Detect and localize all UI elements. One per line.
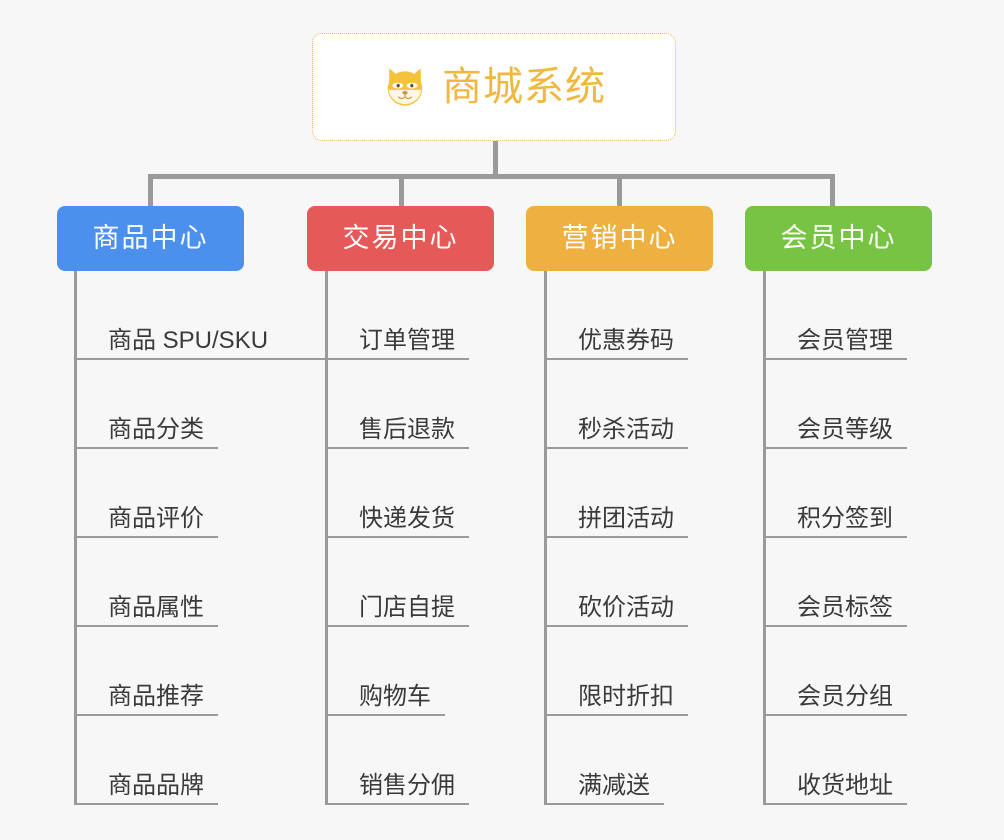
leaf-item-label: 售后退款 — [359, 416, 455, 443]
leaf-underline — [763, 714, 907, 716]
leaf-item-label: 会员分组 — [797, 683, 893, 710]
leaf-underline — [74, 803, 218, 805]
category-box-2[interactable]: 交易中心 — [307, 206, 494, 271]
leaf-trunk-1 — [74, 271, 77, 805]
leaf-item[interactable]: 收货地址 — [763, 716, 907, 805]
leaf-underline — [325, 803, 469, 805]
leaf-underline — [74, 447, 218, 449]
leaf-item[interactable]: 售后退款 — [325, 360, 469, 449]
leaf-item-label: 会员标签 — [797, 594, 893, 621]
leaf-item-label: 商品推荐 — [108, 683, 204, 710]
leaf-item-label: 秒杀活动 — [578, 416, 674, 443]
connector-root-stem — [493, 141, 498, 176]
leaf-item[interactable]: 商品推荐 — [74, 627, 218, 716]
leaf-underline — [325, 625, 469, 627]
leaf-underline — [544, 803, 664, 805]
root-node-label: 商城系统 — [442, 65, 606, 109]
leaf-underline — [544, 358, 688, 360]
leaf-item-label: 优惠券码 — [578, 327, 674, 354]
leaf-underline — [325, 447, 469, 449]
leaf-item[interactable]: 会员等级 — [763, 360, 907, 449]
connector-horizontal-bus — [148, 174, 834, 179]
leaf-underline — [325, 714, 445, 716]
leaf-item[interactable]: 商品品牌 — [74, 716, 218, 805]
category-label-2: 交易中心 — [342, 223, 459, 253]
leaf-item-label: 限时折扣 — [578, 683, 674, 710]
leaf-item[interactable]: 商品 SPU/SKU — [74, 271, 362, 360]
leaf-trunk-3 — [544, 271, 547, 805]
leaf-trunk-4 — [763, 271, 766, 805]
leaf-item-label: 商品评价 — [108, 505, 204, 532]
leaf-item-label: 拼团活动 — [578, 505, 674, 532]
leaf-item[interactable]: 商品属性 — [74, 538, 218, 627]
leaf-item[interactable]: 销售分佣 — [325, 716, 469, 805]
leaf-item-label: 积分签到 — [797, 505, 893, 532]
leaf-underline — [544, 714, 688, 716]
leaf-item-label: 商品 SPU/SKU — [108, 327, 269, 354]
leaf-underline — [763, 447, 907, 449]
leaf-item-label: 商品分类 — [108, 416, 204, 443]
category-box-3[interactable]: 营销中心 — [526, 206, 713, 271]
leaf-item-label: 商品属性 — [108, 594, 204, 621]
leaf-item-label: 满减送 — [578, 772, 650, 799]
leaf-item-label: 会员等级 — [797, 416, 893, 443]
leaf-item-label: 收货地址 — [797, 772, 893, 799]
leaf-item[interactable]: 拼团活动 — [544, 449, 688, 538]
leaf-underline — [763, 536, 907, 538]
category-label-3: 营销中心 — [561, 223, 678, 253]
connector-drop-1 — [148, 174, 153, 206]
leaf-underline — [763, 803, 907, 805]
shiba-dog-face-icon — [387, 68, 423, 106]
leaf-item[interactable]: 购物车 — [325, 627, 445, 716]
leaf-item[interactable]: 会员分组 — [763, 627, 907, 716]
leaf-underline — [325, 358, 469, 360]
leaf-item[interactable]: 优惠券码 — [544, 271, 688, 360]
leaf-trunk-2 — [325, 271, 328, 805]
leaf-item[interactable]: 秒杀活动 — [544, 360, 688, 449]
leaf-item[interactable]: 订单管理 — [325, 271, 469, 360]
leaf-item[interactable]: 满减送 — [544, 716, 664, 805]
leaf-item-label: 商品品牌 — [108, 772, 204, 799]
leaf-underline — [74, 358, 362, 360]
leaf-item[interactable]: 快递发货 — [325, 449, 469, 538]
leaf-item[interactable]: 限时折扣 — [544, 627, 688, 716]
leaf-underline — [74, 536, 218, 538]
connector-drop-2 — [399, 174, 404, 206]
category-label-1: 商品中心 — [92, 223, 209, 253]
leaf-item-label: 订单管理 — [359, 327, 455, 354]
leaf-item[interactable]: 会员标签 — [763, 538, 907, 627]
leaf-underline — [544, 625, 688, 627]
leaf-item[interactable]: 商品分类 — [74, 360, 218, 449]
leaf-item-label: 销售分佣 — [359, 772, 455, 799]
category-label-4: 会员中心 — [780, 223, 897, 253]
leaf-underline — [325, 536, 469, 538]
leaf-item[interactable]: 砍价活动 — [544, 538, 688, 627]
leaf-item-label: 砍价活动 — [578, 594, 674, 621]
leaf-item-label: 门店自提 — [359, 594, 455, 621]
leaf-item[interactable]: 积分签到 — [763, 449, 907, 538]
category-box-1[interactable]: 商品中心 — [57, 206, 244, 271]
root-node-商城系统[interactable]: 商城系统 — [312, 33, 676, 141]
leaf-item[interactable]: 商品评价 — [74, 449, 218, 538]
leaf-underline — [74, 714, 218, 716]
leaf-item[interactable]: 会员管理 — [763, 271, 907, 360]
connector-drop-3 — [617, 174, 622, 206]
leaf-underline — [544, 536, 688, 538]
leaf-item-label: 购物车 — [359, 683, 431, 710]
leaf-item-label: 快递发货 — [359, 505, 455, 532]
leaf-underline — [74, 625, 218, 627]
category-box-4[interactable]: 会员中心 — [745, 206, 932, 271]
leaf-underline — [763, 358, 907, 360]
leaf-underline — [763, 625, 907, 627]
connector-drop-4 — [830, 174, 835, 206]
leaf-item-label: 会员管理 — [797, 327, 893, 354]
leaf-item[interactable]: 门店自提 — [325, 538, 469, 627]
leaf-underline — [544, 447, 688, 449]
